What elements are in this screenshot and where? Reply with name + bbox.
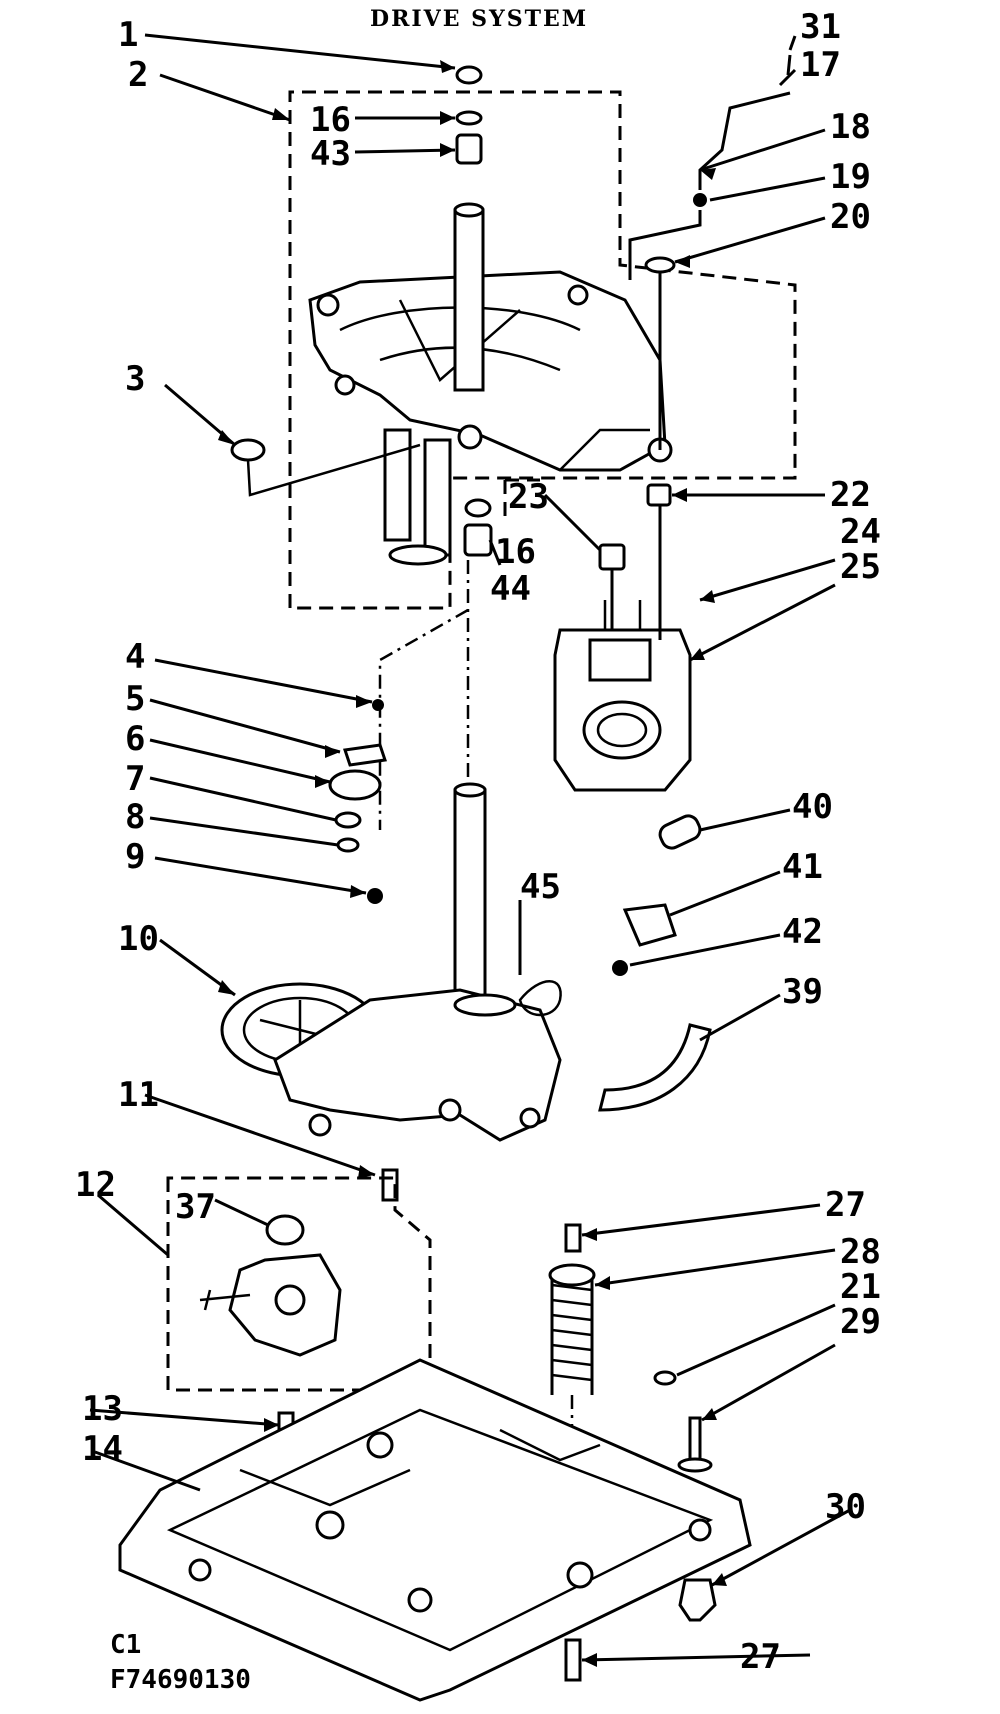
callout-30: 30 [825, 1487, 866, 1527]
callout-19: 19 [830, 157, 871, 197]
callout-18: 18 [830, 107, 871, 147]
callout-24: 24 [840, 512, 881, 552]
part-9-nut [367, 888, 383, 904]
footer-code-c1: C1 [110, 1630, 142, 1660]
part-12-clutch [199, 1214, 342, 1357]
callout-7: 7 [125, 759, 146, 799]
part-16-washer-lower [464, 498, 492, 518]
part-3-pad [230, 438, 266, 462]
callout-43: 43 [310, 134, 351, 174]
callout-37: 37 [175, 1187, 216, 1227]
main-shaft [453, 788, 487, 1002]
callout-16-top: 16 [310, 100, 351, 140]
part-28-spring [548, 1263, 596, 1395]
upper-shaft [453, 208, 485, 392]
callout-39: 39 [782, 972, 823, 1012]
callout-23: 23 [508, 477, 549, 517]
callout-14: 14 [82, 1429, 123, 1469]
callout-9: 9 [125, 837, 146, 877]
part-14-base-frame [118, 1358, 752, 1702]
callout-13: 13 [82, 1389, 123, 1429]
callout-44: 44 [490, 569, 531, 609]
callout-22: 22 [830, 475, 871, 515]
housing-leg-right [423, 438, 452, 557]
callout-41: 41 [782, 847, 823, 887]
part-41-clamp [622, 903, 677, 947]
callout-10: 10 [118, 919, 159, 959]
callout-27-bottom: 27 [740, 1637, 781, 1677]
part-31-pin [786, 54, 792, 76]
part-23-boundary [503, 478, 540, 520]
transmission-housing [308, 270, 673, 472]
callout-5: 5 [125, 679, 146, 719]
callout-28: 28 [840, 1232, 881, 1272]
housing-leg-left [383, 428, 412, 542]
part-16-washer-top [455, 110, 483, 126]
part-45-seal [518, 980, 562, 1017]
part-44-bushing [463, 523, 493, 557]
part-7-washer [334, 811, 362, 829]
callout-20: 20 [830, 197, 871, 237]
callout-31: 31 [800, 7, 841, 47]
callout-40: 40 [792, 787, 833, 827]
callout-11: 11 [118, 1075, 159, 1115]
callout-17: 17 [800, 45, 841, 85]
part-1-nut [455, 65, 483, 85]
part-27-screw-top [564, 1223, 582, 1253]
callout-21: 21 [840, 1267, 881, 1307]
assembly-12-boundary [166, 1176, 432, 1392]
part-30-foot [678, 1578, 717, 1622]
part-40-sleeve [658, 814, 702, 850]
part-8-washer [336, 837, 360, 853]
callout-27-top: 27 [825, 1185, 866, 1225]
callout-1: 1 [118, 15, 139, 55]
callout-25: 25 [840, 547, 881, 587]
part-4-nut [372, 699, 384, 711]
part-6-gear [328, 769, 382, 801]
callout-3: 3 [125, 359, 146, 399]
part-21-washer [653, 1370, 677, 1386]
part-42-screw [612, 960, 628, 976]
diagram-title: DRIVE SYSTEM [370, 6, 589, 32]
part-10-transmission [220, 980, 562, 1142]
part-23-bushing [598, 543, 626, 571]
callout-42: 42 [782, 912, 823, 952]
part-17-rod [698, 91, 791, 190]
part-29-bolt [688, 1416, 702, 1462]
part-43-bushing [455, 133, 483, 165]
part-27-screw-bottom [564, 1638, 582, 1682]
part-39-strap [598, 1023, 712, 1112]
footer-code-figure: F74690130 [110, 1665, 251, 1695]
callout-45: 45 [520, 867, 561, 907]
callout-12: 12 [75, 1165, 116, 1205]
callout-4: 4 [125, 637, 146, 677]
part-20-washer [644, 256, 676, 274]
part-22-bushing [646, 483, 672, 507]
callout-29: 29 [840, 1302, 881, 1342]
part-19-clip [693, 193, 707, 207]
callout-16-lower: 16 [495, 532, 536, 572]
callout-6: 6 [125, 719, 146, 759]
assembly-2-boundary [288, 90, 797, 610]
callout-2: 2 [128, 55, 149, 95]
arrowheads [218, 60, 727, 1667]
callout-8: 8 [125, 797, 146, 837]
part-5-shaft [343, 743, 387, 767]
part-25-pump [553, 600, 692, 792]
